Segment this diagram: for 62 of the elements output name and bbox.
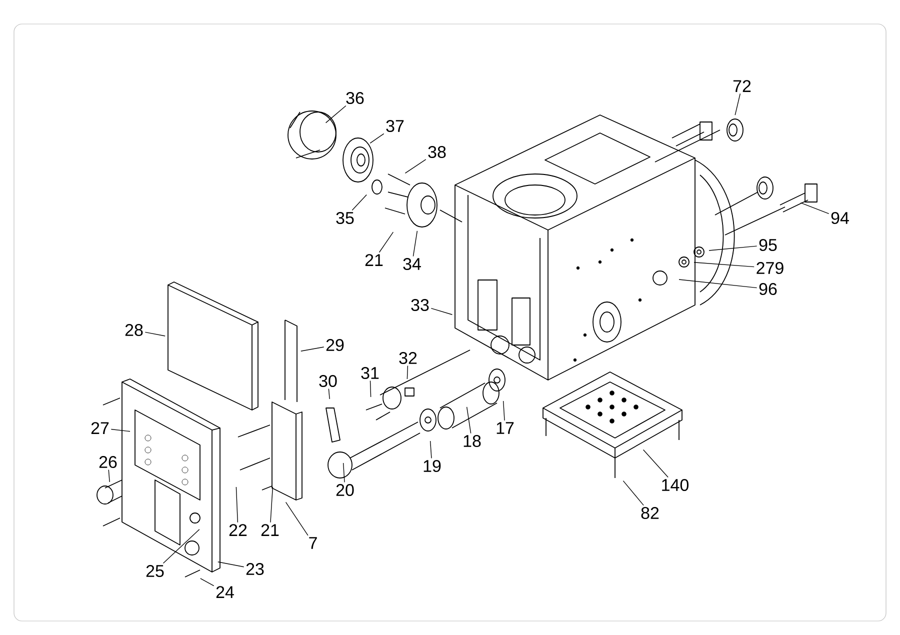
callout-number: 24 xyxy=(216,586,234,598)
callout-number: 94 xyxy=(831,212,849,224)
callout-number: 28 xyxy=(125,324,143,336)
leader-line xyxy=(144,332,166,336)
callout-number: 25 xyxy=(146,564,164,578)
leader-line xyxy=(466,406,472,434)
leader-line xyxy=(430,308,453,315)
leader-line xyxy=(328,388,330,400)
callout-number: 7 xyxy=(309,537,317,549)
leader-line xyxy=(325,105,346,124)
leader-line xyxy=(642,449,668,478)
leader-line xyxy=(110,428,130,432)
callout-number: 20 xyxy=(336,484,354,496)
leader-line xyxy=(622,480,644,506)
callout-number: 32 xyxy=(399,352,417,364)
leader-line xyxy=(378,232,394,253)
leader-line xyxy=(108,469,110,482)
leader-line xyxy=(342,462,345,483)
leader-line xyxy=(370,133,384,144)
callout-number: 140 xyxy=(662,478,689,492)
leader-line xyxy=(404,159,426,174)
callout-number: 26 xyxy=(99,456,117,468)
callout-number: 22 xyxy=(229,524,247,536)
leader-line xyxy=(430,440,432,459)
callout-number: 17 xyxy=(496,422,514,434)
leader-line xyxy=(412,230,418,257)
callout-number: 82 xyxy=(641,506,659,520)
callout-number: 18 xyxy=(464,434,481,448)
callout-number: 21 xyxy=(365,254,383,266)
callout-number: 95 xyxy=(759,238,777,252)
leader-line xyxy=(285,502,308,536)
callout-number: 29 xyxy=(326,338,344,352)
leader-line xyxy=(502,400,505,421)
leader-line xyxy=(300,346,324,352)
callout-number: 38 xyxy=(428,146,446,158)
callout-number: 27 xyxy=(91,422,109,434)
callout-number: 96 xyxy=(759,282,777,296)
leader-line xyxy=(352,194,367,211)
callout-number: 30 xyxy=(319,374,337,388)
leader-line xyxy=(708,246,758,251)
leader-line xyxy=(270,486,274,523)
leader-line xyxy=(370,380,372,398)
leader-line xyxy=(162,529,200,564)
leader-line xyxy=(734,93,741,116)
leader-line xyxy=(800,202,830,214)
callout-number: 35 xyxy=(336,212,354,224)
leader-line xyxy=(218,562,244,568)
callout-number: 23 xyxy=(246,562,264,576)
callout-number: 72 xyxy=(733,80,751,92)
callout-number: 33 xyxy=(411,298,429,312)
callout-number: 31 xyxy=(361,366,379,380)
leader-line xyxy=(200,578,214,586)
callout-number: 37 xyxy=(386,120,404,132)
callout-number: 19 xyxy=(424,460,441,472)
leader-line xyxy=(694,262,754,268)
leader-line xyxy=(678,279,758,288)
callout-number: 21 xyxy=(261,524,279,536)
callout-number: 36 xyxy=(346,92,364,104)
leader-line xyxy=(406,365,408,380)
leader-line xyxy=(236,486,238,523)
callout-number: 34 xyxy=(403,258,421,270)
callout-number: 279 xyxy=(756,262,784,274)
